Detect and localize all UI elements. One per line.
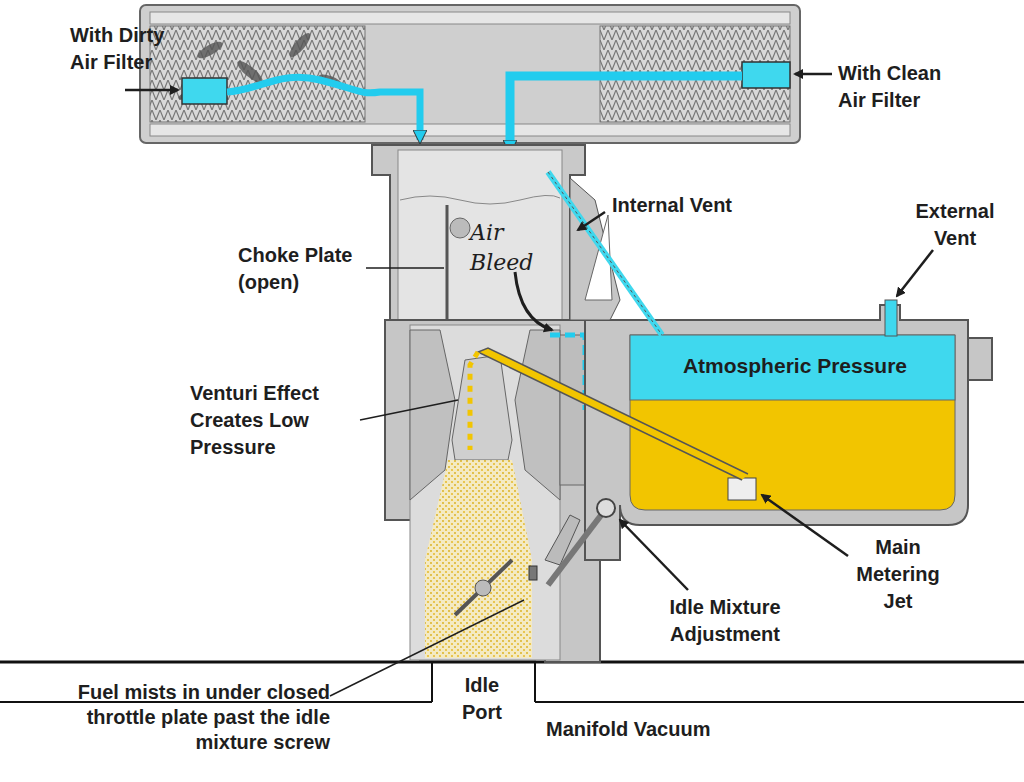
part-label: Main Metering Jet — [848, 534, 948, 615]
part-label: Idle Mixture Adjustment — [650, 594, 800, 648]
filter-label: With Clean Air Filter — [838, 60, 968, 114]
filter-label: With Dirty Air Filter — [70, 22, 180, 76]
part-label: External Vent — [900, 198, 1010, 252]
part-label: Internal Vent — [612, 192, 802, 219]
part-label: Venturi Effect Creates Low Pressure — [190, 380, 358, 461]
note-label: Fuel mists in under closed throttle plat… — [30, 680, 330, 755]
handwritten-label: Air Bleed — [470, 218, 550, 278]
part-label: Idle Port — [452, 672, 512, 726]
region-label: Manifold Vacuum — [546, 716, 786, 743]
part-label: Choke Plate (open) — [238, 242, 368, 296]
region-label: Atmospheric Pressure — [640, 352, 950, 379]
